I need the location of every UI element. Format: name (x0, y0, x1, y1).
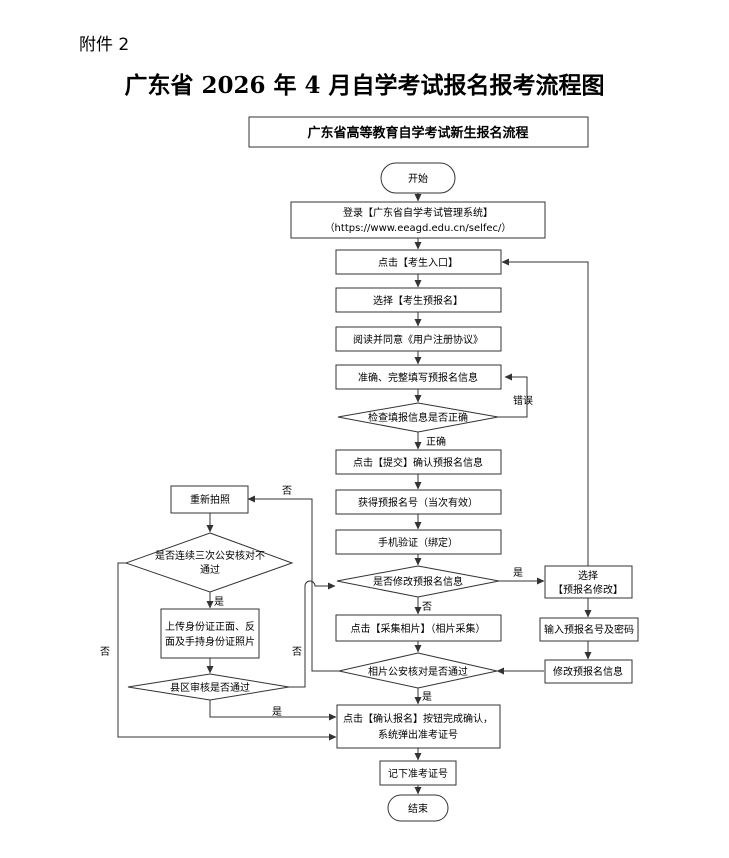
retake-text: 重新拍照 (190, 493, 230, 506)
start-text: 开始 (408, 172, 428, 185)
modify-q-text: 是否修改预报名信息 (373, 575, 463, 588)
node-input-pw: 输入预报名号及密码 (539, 617, 639, 642)
node-start: 开始 (380, 162, 456, 194)
node-click-entry: 点击【考生入口】 (335, 249, 502, 275)
node-modify-info: 修改预报名信息 (544, 659, 633, 684)
submit-text: 点击【提交】确认预报名信息 (353, 456, 483, 469)
select-modify-text-2: 【预报名修改】 (553, 583, 623, 596)
node-submit: 点击【提交】确认预报名信息 (335, 449, 502, 475)
modify-info-text: 修改预报名信息 (553, 665, 623, 678)
node-header-box: 广东省高等教育自学考试新生报名流程 (248, 116, 589, 148)
upload-text-1: 上传身份证正面、反 (165, 620, 255, 633)
node-confirm: 点击【确认报名】按钮完成确认， 系统弹出准考证号 (336, 704, 501, 749)
node-upload: 上传身份证正面、反 面及手持身份证照片 (160, 608, 260, 659)
edge-label-three-fail-yes: 是 (214, 596, 224, 608)
node-police-check: 相片公安核对是否通过 (338, 652, 498, 689)
node-photo: 点击【采集相片】（相片采集） (335, 614, 502, 642)
node-login: 登录【广东省自学考试管理系统】 （https://www.eeagd.edu.c… (290, 201, 546, 239)
click-entry-text: 点击【考生入口】 (378, 256, 458, 269)
edge-label-modify-yes: 是 (513, 567, 523, 579)
annex-label: 附件 2 (79, 35, 130, 55)
node-select-prereg: 选择【考生预报名】 (335, 287, 502, 313)
get-number-text: 获得预报名号（当次有效） (358, 496, 478, 509)
photo-text: 点击【采集相片】（相片采集） (351, 622, 486, 635)
select-modify-text-1: 选择 (578, 569, 598, 582)
edge-label-modify-no: 否 (422, 601, 432, 613)
three-fail-text-2: 通过 (200, 563, 220, 576)
phone-verify-text: 手机验证（绑定） (378, 536, 458, 549)
confirm-text-2: 系统弹出准考证号 (378, 728, 458, 741)
county-review-text: 县区审核是否通过 (170, 681, 250, 694)
header-box-text: 广东省高等教育自学考试新生报名流程 (307, 125, 528, 141)
edge-label-county-no: 否 (292, 646, 302, 658)
node-get-number: 获得预报名号（当次有效） (335, 489, 502, 515)
edge-label-police-no: 否 (282, 485, 292, 497)
end-text: 结束 (408, 802, 428, 815)
node-fill-info: 准确、完整填写预报名信息 (335, 364, 502, 390)
record-text: 记下准考证号 (388, 768, 448, 780)
node-phone-verify: 手机验证（绑定） (335, 529, 502, 555)
edge-label-police-yes: 是 (422, 691, 432, 703)
node-record: 记下准考证号 (379, 760, 457, 786)
node-read-agree: 阅读并同意《用户注册协议》 (335, 326, 502, 352)
edge-label-correct: 正确 (426, 435, 446, 448)
three-fail-text-1: 是否连续三次公安核对不 (155, 549, 265, 562)
node-modify-q: 是否修改预报名信息 (336, 565, 500, 598)
edge-label-county-yes: 是 (272, 706, 282, 718)
node-end: 结束 (387, 794, 449, 822)
police-check-text: 相片公安核对是否通过 (368, 665, 468, 678)
connectors (117, 193, 592, 795)
fill-info-text: 准确、完整填写预报名信息 (358, 371, 478, 384)
node-retake: 重新拍照 (170, 485, 249, 514)
login-text-2: （https://www.eeagd.edu.cn/selfec/） (325, 222, 512, 234)
edge-label-error: 错误 (513, 394, 533, 407)
node-check-info: 检查填报信息是否正确 (337, 402, 499, 433)
page-title: 广东省 2026 年 4 月自学考试报名报考流程图 (124, 72, 605, 99)
read-agree-text: 阅读并同意《用户注册协议》 (353, 333, 483, 346)
confirm-text-1: 点击【确认报名】按钮完成确认， (343, 712, 493, 725)
upload-text-2: 面及手持身份证照片 (165, 635, 255, 648)
node-three-fail: 是否连续三次公安核对不 通过 (124, 532, 294, 593)
input-pw-text: 输入预报名号及密码 (544, 623, 634, 636)
check-info-text: 检查填报信息是否正确 (368, 411, 468, 424)
node-select-modify: 选择 【预报名修改】 (544, 565, 633, 599)
node-county-review: 县区审核是否通过 (127, 673, 290, 701)
select-prereg-text: 选择【考生预报名】 (373, 294, 463, 307)
edge-label-three-fail-no: 否 (100, 646, 110, 658)
login-text-1: 登录【广东省自学考试管理系统】 (343, 206, 493, 219)
